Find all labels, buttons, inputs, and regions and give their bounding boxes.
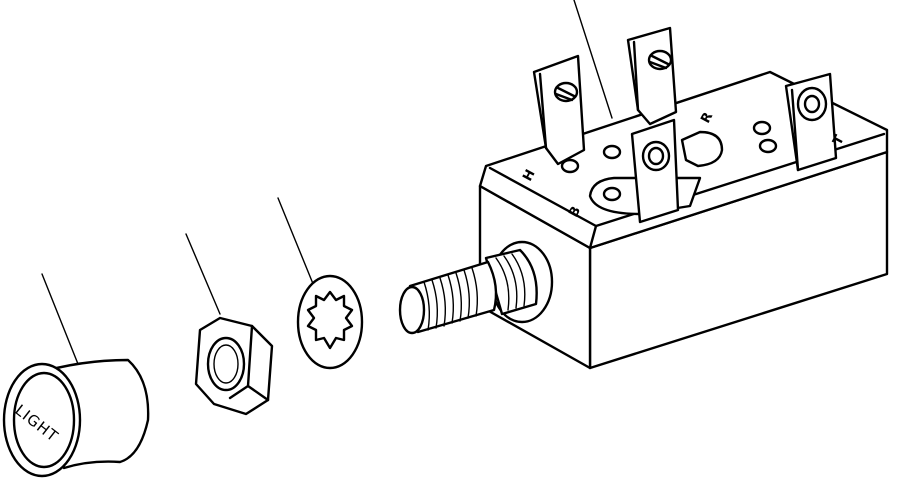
terminal-b-hole-inner xyxy=(647,146,665,166)
leader-line-nut xyxy=(185,233,221,315)
hole xyxy=(758,138,778,154)
lock-washer-teeth xyxy=(306,290,354,350)
shaft-threads xyxy=(423,253,526,331)
housing-rim-edge xyxy=(588,224,598,250)
hex-nut xyxy=(194,316,274,416)
terminal-b-rivet xyxy=(602,186,622,202)
shaft-bushing xyxy=(484,248,538,316)
leader-line-switch xyxy=(573,0,613,119)
terminal-b-hole xyxy=(641,140,671,172)
hex-nut-side-edge xyxy=(228,324,270,402)
terminal-h-fold xyxy=(538,72,548,150)
lock-washer-outer xyxy=(296,274,364,370)
hole xyxy=(602,144,622,160)
threaded-shaft xyxy=(398,240,554,335)
terminal-b xyxy=(588,118,702,224)
terminal-r-fold xyxy=(632,40,640,112)
hole xyxy=(752,120,772,136)
leader-line-lockwasher xyxy=(277,197,319,297)
terminal-t xyxy=(784,72,838,172)
terminal-t-hole xyxy=(796,86,828,122)
knob-face-rim xyxy=(12,371,76,469)
leader-lines xyxy=(41,0,613,365)
leader-line-knob xyxy=(41,273,79,365)
terminal-t-hole-inner xyxy=(803,94,821,114)
terminal-r-screw-thread xyxy=(648,54,670,70)
terminal-r xyxy=(626,26,724,168)
hole xyxy=(560,158,580,174)
terminal-h-screw-thread xyxy=(554,86,576,102)
knob-face xyxy=(2,362,82,478)
light-knob: LIGHT xyxy=(2,358,150,478)
terminal-r-base xyxy=(680,130,724,168)
shaft-tip xyxy=(398,285,426,335)
hex-nut-bore-thread xyxy=(213,344,239,384)
terminal-h xyxy=(532,54,586,166)
lock-washer xyxy=(296,274,364,370)
terminal-t-fold xyxy=(790,88,800,172)
